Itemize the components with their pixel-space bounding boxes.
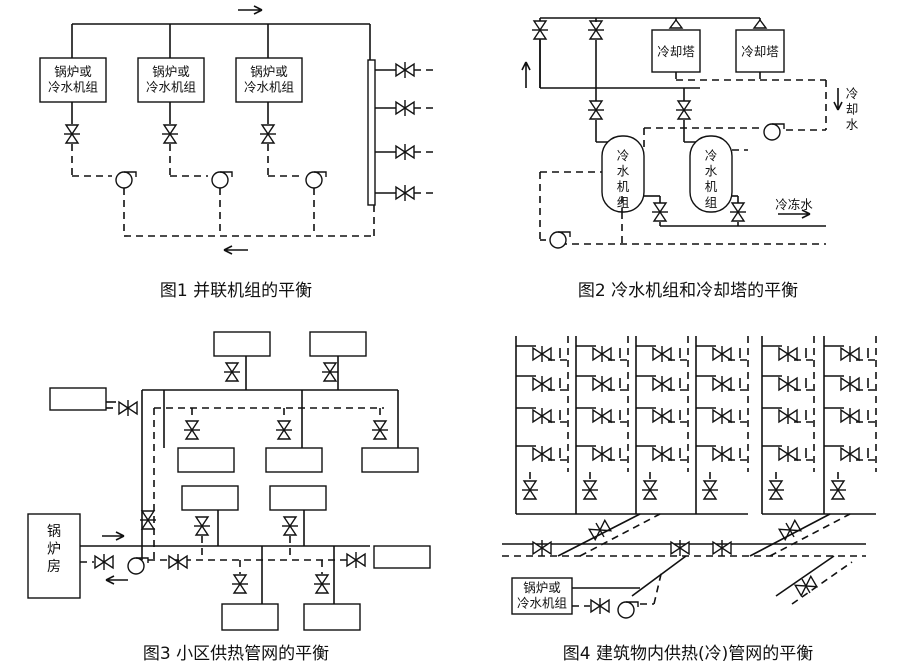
svg-text:锅炉或冷水机组: 锅炉或冷水机组: [48, 64, 98, 95]
balancing-valve-icon: [395, 99, 415, 117]
pump-icon: [763, 123, 785, 141]
balancing-valve-icon: [183, 420, 201, 440]
balancing-valve-icon: [829, 480, 847, 500]
figure-4: [515, 336, 877, 515]
balancing-valve-icon: [259, 124, 277, 144]
building: [309, 331, 367, 357]
pump-icon: [305, 171, 327, 189]
pump-icon: [549, 231, 571, 249]
svg-text:冷水机组: 冷水机组: [705, 148, 718, 210]
building: [49, 387, 107, 411]
balancing-valve-icon: [168, 553, 188, 571]
figure-2: 冷却塔 冷却塔 冷却水 冷水机组 冷水机组: [521, 17, 859, 301]
svg-text:冷水机组: 冷水机组: [617, 148, 630, 210]
svg-text:冷却塔: 冷却塔: [741, 44, 779, 59]
boiler-room: 锅炉房: [27, 513, 81, 599]
flow-arrow-icon: [223, 245, 248, 255]
cooling-water-label: 冷却水: [846, 86, 859, 132]
flow-arrow-icon: [521, 61, 531, 88]
pump-icon: [115, 171, 137, 189]
figure-4-fixed: 锅炉或冷水机组 图4 建筑物内供热(冷)管网的平衡: [502, 513, 866, 664]
balancing-valve-icon: [701, 480, 719, 500]
flow-arrow-icon: [833, 88, 843, 111]
building: [177, 447, 235, 473]
balancing-valve-icon: [587, 100, 605, 120]
chiller-1: 冷水机组: [601, 135, 645, 213]
building: [213, 331, 271, 357]
building: [361, 447, 419, 473]
balancing-valve-icon: [531, 20, 549, 40]
balancing-valve-icon: [118, 399, 138, 417]
building: [181, 485, 239, 511]
figure-3: 锅炉房 图3 小区供热管网的平衡: [27, 331, 431, 664]
balancing-valve-icon: [587, 20, 605, 40]
balancing-valve-icon: [395, 143, 415, 161]
balancing-valve-icon: [395, 61, 415, 79]
pump-icon: [211, 171, 233, 189]
manifold: [367, 59, 376, 206]
balancing-valve-icon: [581, 480, 599, 500]
balancing-valve-icon: [395, 184, 415, 202]
caption-figure-3: 图3 小区供热管网的平衡: [143, 644, 329, 664]
caption-figure-4: 图4 建筑物内供热(冷)管网的平衡: [563, 644, 813, 664]
chiller-2: 冷水机组: [689, 135, 733, 213]
balancing-valve-icon: [193, 516, 211, 536]
balancing-valve-icon: [321, 362, 339, 382]
building: [265, 447, 323, 473]
balancing-valve-icon: [670, 539, 690, 557]
unit-2: 锅炉或冷水机组: [137, 57, 205, 103]
balancing-valve-icon: [532, 539, 552, 557]
pump-icon: [127, 557, 149, 575]
flow-arrow-icon: [102, 531, 125, 541]
boiler-or-chiller: 锅炉或冷水机组: [511, 577, 573, 615]
balancing-valve-icon: [231, 574, 249, 594]
balancing-valve-icon: [281, 516, 299, 536]
caption-figure-2: 图2 冷水机组和冷却塔的平衡: [578, 281, 798, 301]
balancing-valve-icon: [590, 597, 610, 615]
unit-1: 锅炉或冷水机组: [39, 57, 107, 103]
balancing-valve-icon: [651, 202, 669, 222]
caption-figure-1: 图1 并联机组的平衡: [160, 281, 312, 301]
balancing-valve-icon: [521, 480, 539, 500]
balancing-valve-icon: [223, 362, 241, 382]
balancing-valve-icon: [371, 420, 389, 440]
balancing-valve-icon: [94, 553, 114, 571]
building: [303, 603, 361, 631]
balancing-valve-icon: [712, 539, 732, 557]
balancing-valve-icon: [641, 480, 659, 500]
building: [373, 545, 431, 569]
balancing-valve-icon: [675, 100, 693, 120]
balancing-valve-icon: [63, 124, 81, 144]
balancing-valve-icon: [313, 574, 331, 594]
svg-text:锅炉房: 锅炉房: [47, 524, 61, 575]
svg-text:锅炉或冷水机组: 锅炉或冷水机组: [146, 64, 196, 95]
pump-icon: [617, 601, 639, 619]
spray-nozzle-icon: [668, 18, 684, 29]
balancing-valve-icon: [275, 420, 293, 440]
balancing-valve-icon: [767, 480, 785, 500]
unit-3: 锅炉或冷水机组: [235, 57, 303, 103]
flow-arrow-icon: [105, 575, 128, 585]
balancing-valve-icon: [729, 202, 747, 222]
svg-text:锅炉或冷水机组: 锅炉或冷水机组: [244, 64, 294, 95]
flow-arrow-icon: [778, 209, 811, 219]
figure-1: 锅炉或冷水机组 锅炉或冷水机组 锅炉或冷水机组: [39, 5, 436, 301]
balancing-valve-icon: [346, 551, 366, 569]
building: [269, 485, 327, 511]
svg-text:锅炉或冷水机组: 锅炉或冷水机组: [517, 580, 567, 611]
cooling-tower-1: 冷却塔: [651, 29, 701, 73]
cooling-tower-2: 冷却塔: [735, 29, 785, 73]
svg-text:冷却塔: 冷却塔: [657, 44, 695, 59]
building: [221, 603, 279, 631]
flow-arrow-icon: [238, 5, 263, 15]
spray-nozzle-icon: [752, 18, 768, 29]
balancing-valve-icon: [161, 124, 179, 144]
chilled-water-label: 冷冻水: [775, 197, 813, 212]
